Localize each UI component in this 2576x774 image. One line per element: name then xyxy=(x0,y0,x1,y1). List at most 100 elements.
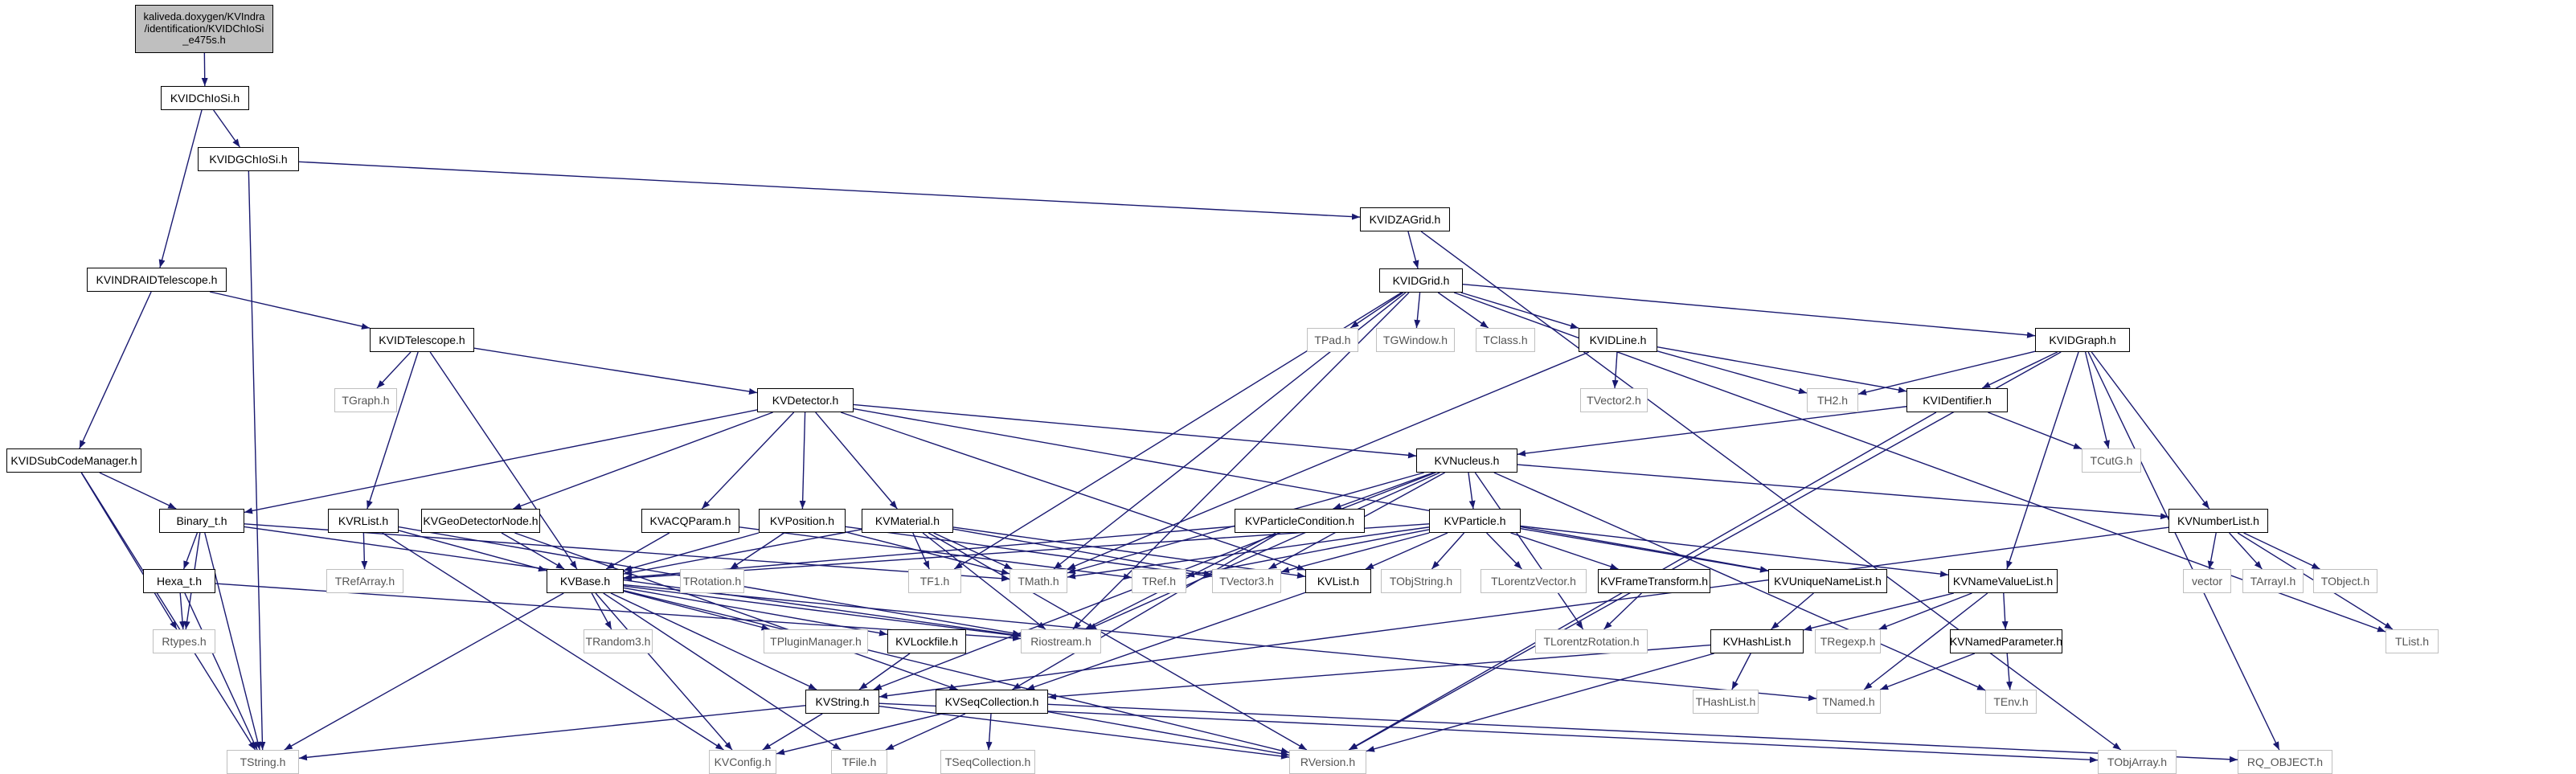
edge-n56-to-n65 xyxy=(878,706,1290,760)
file-node-kvuniquenamelist-h[interactable]: KVUniqueNameList.h xyxy=(1768,569,1887,593)
root-file-node[interactable]: kaliveda.doxygen/KVIndra /identification… xyxy=(135,5,273,53)
edge-n1-to-n5 xyxy=(158,109,203,268)
edge-n8-to-n20 xyxy=(244,409,758,514)
edge-n56-to-n62 xyxy=(762,713,823,751)
file-node-kvindraidtelescope-h[interactable]: KVINDRAIDTelescope.h xyxy=(87,268,227,292)
edge-n56-to-n66 xyxy=(878,702,2099,764)
edge-n13-to-n17 xyxy=(2084,351,2110,449)
edge-n49-to-n56 xyxy=(858,653,911,690)
file-node-kvgeodetectornode-h[interactable]: KVGeoDetectorNode.h xyxy=(421,509,540,533)
edge-n13-to-n28 xyxy=(2091,351,2210,510)
file-node-binary-t-h[interactable]: Binary_t.h xyxy=(159,509,244,533)
edge-n25-to-n34 xyxy=(933,532,1013,570)
edge-n52-to-n58 xyxy=(1731,653,1751,690)
file-node-kvbase-h[interactable]: KVBase.h xyxy=(547,569,624,593)
file-node-kvidzagrid-h[interactable]: KVIDZAGrid.h xyxy=(1360,207,1450,231)
edge-n8-to-n41 xyxy=(853,407,1769,573)
edge-n37-to-n57 xyxy=(1026,592,1306,690)
file-node-tpluginmanager-h: TPluginManager.h xyxy=(764,629,868,653)
edge-n31-to-n62 xyxy=(595,592,733,751)
file-node-kvidchiosi-h[interactable]: KVIDChIoSi.h xyxy=(161,86,249,110)
edge-n21-to-n30 xyxy=(361,532,368,570)
edge-n25-to-n31 xyxy=(623,528,862,576)
edge-n2-to-n3 xyxy=(298,161,1361,220)
file-node-rq-object-h: RQ_OBJECT.h xyxy=(2238,750,2332,774)
file-node-kvdetector-h[interactable]: KVDetector.h xyxy=(757,388,854,412)
file-node-kvnamedparameter-h[interactable]: KVNamedParameter.h xyxy=(1950,629,2062,653)
file-node-kvconfig-h: KVConfig.h xyxy=(709,750,776,774)
file-node-tgwindow-h: TGWindow.h xyxy=(1376,328,1455,352)
file-node-kvidtelescope-h[interactable]: KVIDTelescope.h xyxy=(370,328,474,352)
file-node-thashlist-h: THashList.h xyxy=(1693,690,1759,714)
file-node-kvnucleus-h[interactable]: KVNucleus.h xyxy=(1416,448,1517,473)
file-node-tpad-h: TPad.h xyxy=(1307,328,1358,352)
edge-n19-to-n27 xyxy=(1468,472,1476,510)
file-node-tlist-h: TList.h xyxy=(2386,629,2439,653)
file-node-kvposition-h[interactable]: KVPosition.h xyxy=(759,509,846,533)
edge-n25-to-n37 xyxy=(952,526,1306,579)
edge-n27-to-n39 xyxy=(1486,532,1522,570)
edge-n25-to-n65 xyxy=(928,532,1308,751)
file-node-kvidgchiosi-h[interactable]: KVIDGChIoSi.h xyxy=(198,147,299,171)
edge-n19-to-n50 xyxy=(1087,472,1440,630)
file-node-kvacqparam-h[interactable]: KVACQParam.h xyxy=(641,509,739,533)
edge-n18-to-n46 xyxy=(80,472,178,630)
edge-n5-to-n18 xyxy=(79,291,152,449)
file-node-kvidsubcodemanager-h[interactable]: KVIDSubCodeManager.h xyxy=(6,448,141,473)
file-node-kvframetransform-h[interactable]: KVFrameTransform.h xyxy=(1598,569,1710,593)
edge-n3-to-n66 xyxy=(1420,231,2122,751)
file-node-rtypes-h: Rtypes.h xyxy=(153,629,215,653)
edge-n27-to-n38 xyxy=(1431,532,1465,570)
edge-n41-to-n52 xyxy=(1771,592,1814,630)
file-node-tarrayi-h: TArrayI.h xyxy=(2242,569,2304,593)
file-node-hexa-t-h[interactable]: Hexa_t.h xyxy=(143,569,215,593)
edge-n12-to-n14 xyxy=(1612,351,1619,389)
edge-n31-to-n63 xyxy=(603,592,842,751)
edge-n4-to-n13 xyxy=(1462,283,2036,338)
edge-n25-to-n36 xyxy=(952,528,1213,577)
file-node-tnamed-h: TNamed.h xyxy=(1816,690,1881,714)
file-node-tgraph-h: TGraph.h xyxy=(334,388,397,412)
file-node-kvparticlecondition-h[interactable]: KVParticleCondition.h xyxy=(1235,509,1365,533)
edge-n27-to-n31 xyxy=(623,523,1430,582)
file-node-kvstring-h[interactable]: KVString.h xyxy=(805,690,879,714)
file-node-kvrlist-h[interactable]: KVRList.h xyxy=(328,509,399,533)
edge-n42-to-n52 xyxy=(1803,592,1954,632)
edge-n27-to-n41 xyxy=(1520,528,1769,573)
file-node-kvparticle-h[interactable]: KVParticle.h xyxy=(1429,509,1521,533)
edge-n57-to-n64 xyxy=(985,713,993,751)
edge-n21-to-n31 xyxy=(398,530,547,572)
file-node-kvseqcollection-h[interactable]: KVSeqCollection.h xyxy=(936,690,1048,714)
edge-n1-to-n2 xyxy=(213,109,240,148)
edge-n28-to-n44 xyxy=(2229,532,2263,570)
edge-n13-to-n16 xyxy=(1981,351,2058,389)
file-node-tf1-h: TF1.h xyxy=(908,569,961,593)
file-node-kvnamevaluelist-h[interactable]: KVNameValueList.h xyxy=(1948,569,2058,593)
file-node-rversion-h: RVersion.h xyxy=(1289,750,1366,774)
file-node-tregexp-h: TRegexp.h xyxy=(1815,629,1881,653)
edge-n27-to-n42 xyxy=(1520,525,1949,578)
file-node-kvmaterial-h[interactable]: KVMaterial.h xyxy=(862,509,953,533)
file-node-kvidentifier-h[interactable]: KVIDentifier.h xyxy=(1906,388,2008,412)
file-node-kvidline-h[interactable]: KVIDLine.h xyxy=(1579,328,1657,352)
edge-n19-to-n60 xyxy=(1493,472,1986,691)
file-node-kvnumberlist-h[interactable]: KVNumberList.h xyxy=(2169,509,2268,533)
file-node-vector: vector xyxy=(2183,569,2231,593)
file-node-tvector3-h: TVector3.h xyxy=(1212,569,1281,593)
edge-n56-to-n61 xyxy=(298,705,806,761)
edge-n20-to-n50 xyxy=(244,526,1022,638)
edge-n24-to-n32 xyxy=(730,532,784,570)
file-node-kvhashlist-h[interactable]: KVHashList.h xyxy=(1710,629,1804,653)
edge-n13-to-n65 xyxy=(1349,351,2062,751)
file-node-tclass-h: TClass.h xyxy=(1476,328,1535,352)
file-node-kvlist-h[interactable]: KVList.h xyxy=(1305,569,1371,593)
file-node-kvidgraph-h[interactable]: KVIDGraph.h xyxy=(2035,328,2130,352)
file-node-kvidgrid-h[interactable]: KVIDGrid.h xyxy=(1379,268,1463,293)
file-node-tmath-h: TMath.h xyxy=(1010,569,1067,593)
edge-n27-to-n40 xyxy=(1510,532,1619,570)
edge-n8-to-n25 xyxy=(815,412,898,510)
edge-n4-to-n9 xyxy=(1349,292,1404,329)
edge-n8-to-n19 xyxy=(853,403,1417,459)
file-node-kvlockfile-h[interactable]: KVLockfile.h xyxy=(887,629,966,653)
edge-n42-to-n54 xyxy=(2001,592,2009,630)
